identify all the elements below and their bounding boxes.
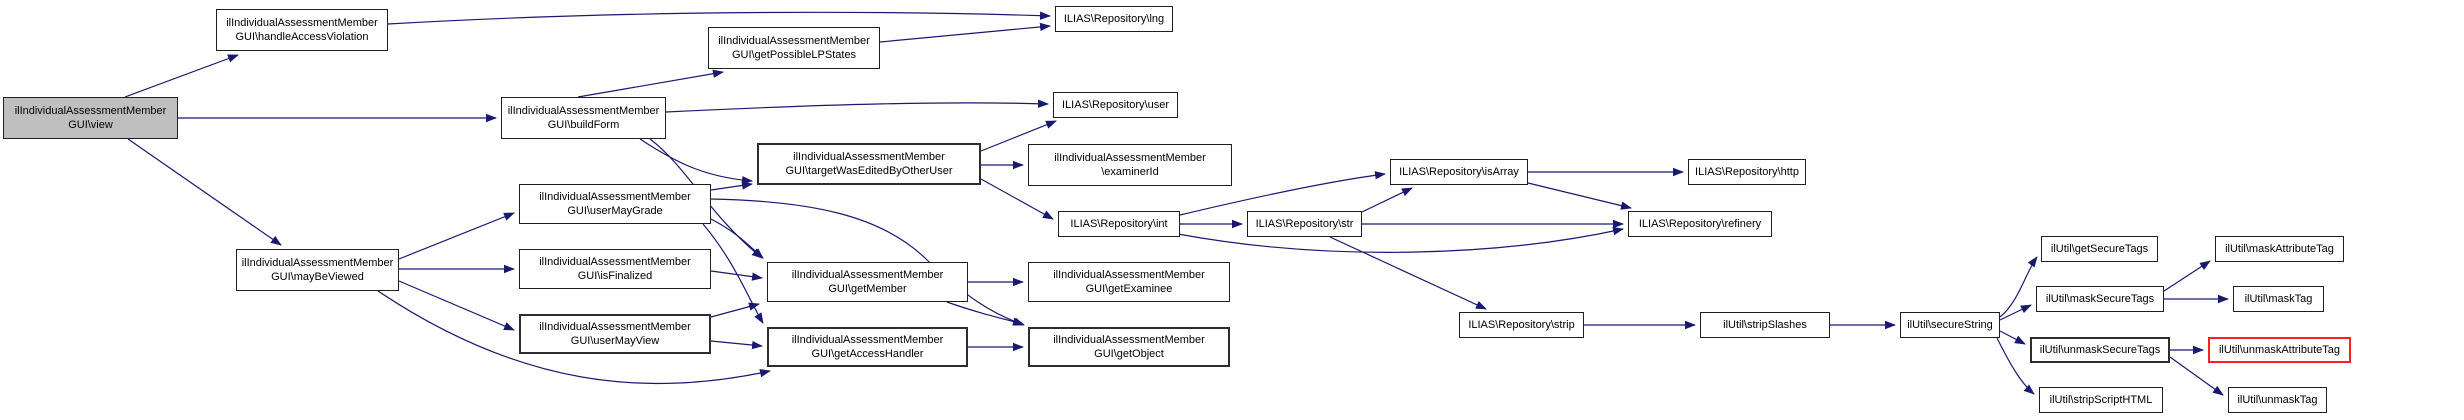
node-getSecureTags[interactable]: ilUtil\getSecureTags xyxy=(2041,236,2158,262)
edge-buildForm-user xyxy=(665,99,1049,113)
edge-userMayGrade-getObject xyxy=(710,198,1025,326)
edge-view-mayBeViewed xyxy=(127,138,282,246)
node-getMember[interactable]: ilIndividualAssessmentMember GUI\getMemb… xyxy=(767,262,968,302)
edge-userMayGrade-targetWasEditedByOtherUser xyxy=(710,181,753,191)
node-unmaskTag[interactable]: ilUtil\unmaskTag xyxy=(2228,387,2327,413)
node-user[interactable]: ILIAS\Repository\user xyxy=(1053,92,1178,118)
node-isFinalized[interactable]: ilIndividualAssessmentMember GUI\isFinal… xyxy=(519,249,711,289)
edge-userMayGrade-getAccessHandler xyxy=(702,223,764,324)
edge-secureString-maskSecureTags xyxy=(1999,304,2032,321)
edge-mayBeViewed-userMayView xyxy=(398,280,515,331)
edge-mayBeViewed-getAccessHandler xyxy=(377,290,771,385)
node-buildForm[interactable]: ilIndividualAssessmentMember GUI\buildFo… xyxy=(501,97,666,139)
edge-buildForm-getPossibleLPStates xyxy=(577,69,724,98)
node-userMayGrade[interactable]: ilIndividualAssessmentMember GUI\userMay… xyxy=(519,184,711,224)
edge-str-isArray xyxy=(1361,187,1413,213)
edge-secureString-unmaskSecureTags xyxy=(1999,330,2026,345)
node-secureString[interactable]: ilUtil\secureString xyxy=(1900,312,2000,338)
node-http[interactable]: ILIAS\Repository\http xyxy=(1688,159,1806,185)
node-maskAttributeTag[interactable]: ilUtil\maskAttributeTag xyxy=(2215,236,2344,262)
edge-mayBeViewed-userMayGrade xyxy=(398,212,515,260)
node-maskTag[interactable]: ilUtil\maskTag xyxy=(2233,286,2324,312)
node-view: ilIndividualAssessmentMember GUI\view xyxy=(3,97,178,139)
node-mayBeViewed[interactable]: ilIndividualAssessmentMember GUI\mayBeVi… xyxy=(236,249,399,291)
edge-int-refinery xyxy=(1177,227,1624,253)
edge-secureString-stripScriptHTML xyxy=(1996,337,2035,395)
edge-int-isArray xyxy=(1179,171,1386,216)
edge-secureString-getSecureTags xyxy=(1999,256,2038,318)
edge-getMember-getObject xyxy=(946,301,1024,326)
edge-unmaskSecureTags-unmaskTag xyxy=(2169,356,2224,396)
node-int[interactable]: ILIAS\Repository\int xyxy=(1058,211,1180,237)
edge-str-strip xyxy=(1329,236,1487,310)
node-getExaminee[interactable]: ilIndividualAssessmentMember GUI\getExam… xyxy=(1028,262,1230,302)
node-unmaskAttributeTag[interactable]: ilUtil\unmaskAttributeTag xyxy=(2208,337,2351,363)
node-strip[interactable]: ILIAS\Repository\strip xyxy=(1459,312,1584,338)
node-stripSlashes[interactable]: ilUtil\stripSlashes xyxy=(1700,312,1830,338)
node-getObject[interactable]: ilIndividualAssessmentMember GUI\getObje… xyxy=(1028,327,1230,367)
edge-userMayGrade-getMember xyxy=(710,218,764,259)
edge-view-handleAccessViolation xyxy=(124,54,239,98)
node-str[interactable]: ILIAS\Repository\str xyxy=(1247,211,1362,237)
node-targetWasEditedByOtherUser[interactable]: ilIndividualAssessmentMember GUI\targetW… xyxy=(757,143,981,185)
edge-targetWasEditedByOtherUser-int xyxy=(980,178,1054,220)
node-maskSecureTags[interactable]: ilUtil\maskSecureTags xyxy=(2036,286,2164,312)
edge-buildForm-targetWasEditedByOtherUser xyxy=(639,138,753,185)
edge-targetWasEditedByOtherUser-user xyxy=(980,120,1057,152)
node-unmaskSecureTags[interactable]: ilUtil\unmaskSecureTags xyxy=(2030,337,2170,363)
edge-isFinalized-getMember xyxy=(710,270,763,281)
edge-getPossibleLPStates-lng xyxy=(879,22,1051,43)
edge-userMayView-getMember xyxy=(710,302,760,318)
node-getPossibleLPStates[interactable]: ilIndividualAssessmentMember GUI\getPoss… xyxy=(708,27,880,69)
node-userMayView[interactable]: ilIndividualAssessmentMember GUI\userMay… xyxy=(519,314,711,354)
node-getAccessHandler[interactable]: ilIndividualAssessmentMember GUI\getAcce… xyxy=(767,327,968,367)
edge-maskSecureTags-maskAttributeTag xyxy=(2163,260,2211,292)
edge-handleAccessViolation-lng xyxy=(387,11,1051,25)
node-refinery[interactable]: ILIAS\Repository\refinery xyxy=(1628,211,1772,237)
node-isArray[interactable]: ILIAS\Repository\isArray xyxy=(1390,159,1528,185)
node-stripScriptHTML[interactable]: ilUtil\stripScriptHTML xyxy=(2039,387,2163,413)
node-handleAccessViolation[interactable]: ilIndividualAssessmentMember GUI\handleA… xyxy=(216,9,388,51)
edge-isArray-refinery xyxy=(1527,182,1632,210)
node-lng[interactable]: ILIAS\Repository\lng xyxy=(1055,6,1173,32)
node-examinerId[interactable]: ilIndividualAssessmentMember \examinerId xyxy=(1028,144,1232,186)
edge-userMayView-getAccessHandler xyxy=(710,340,763,350)
